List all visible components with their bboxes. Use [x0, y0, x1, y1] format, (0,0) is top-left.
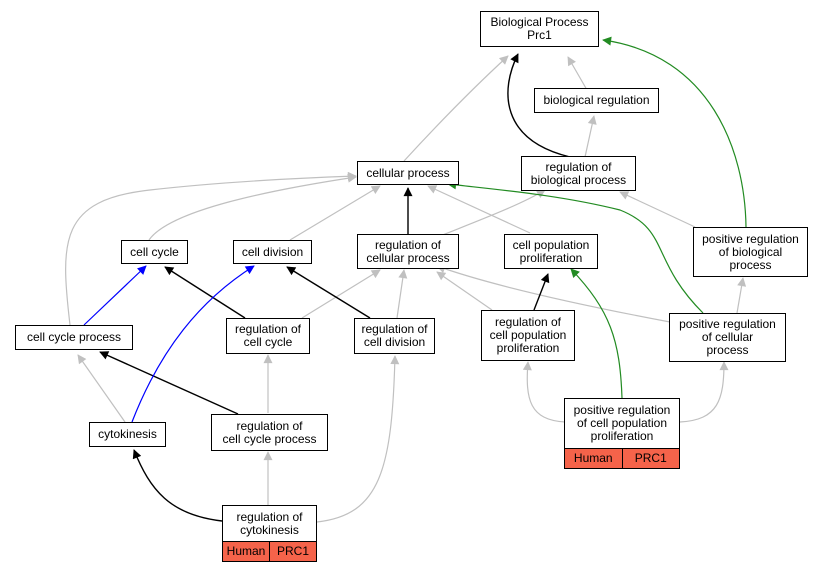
- part-of-edges: [99, 53, 571, 522]
- gene-badge: PRC1: [621, 449, 680, 468]
- node-label: regulation of cell division: [361, 322, 428, 349]
- positively-regulates-edges: [447, 36, 747, 399]
- edge-pos-reg-bio-to-bp: [602, 36, 747, 228]
- edge-reg-cyto-to-cytokinesis: [132, 449, 223, 522]
- annotation-badges: Human PRC1: [565, 448, 679, 468]
- edge-cellular-process-to-bp: [403, 55, 509, 162]
- node-label: positive regulation of cell population p…: [573, 403, 671, 443]
- edge-reg-cd-to-cell-division: [286, 266, 371, 319]
- edge-pos-reg-cell-to-cellular-process: [447, 180, 704, 314]
- edge-pos-reg-cell-to-pos-reg-bio: [736, 277, 747, 314]
- node-label: regulation of cell cycle: [234, 322, 302, 349]
- node-positive-regulation-of-biological-process[interactable]: positive regulation of biological proces…: [693, 227, 808, 277]
- edge-reg-cd-to-reg-cell-proc: [396, 269, 408, 319]
- node-regulation-of-cell-cycle-process[interactable]: regulation of cell cycle process: [211, 414, 328, 451]
- node-regulation-of-cell-division[interactable]: regulation of cell division: [354, 318, 435, 354]
- node-label: regulation of cell population proliferat…: [489, 315, 567, 355]
- node-label: cell cycle: [130, 244, 179, 259]
- node-cell-cycle-process[interactable]: cell cycle process: [15, 325, 133, 350]
- node-label: cellular process: [366, 165, 450, 180]
- edge-cc-process-to-cellular-process: [65, 171, 357, 326]
- node-regulation-of-cellular-process[interactable]: regulation of cellular process: [357, 234, 459, 269]
- edge-reg-cc-to-cell-cycle: [164, 266, 246, 319]
- node-regulation-of-cytokinesis[interactable]: regulation of cytokinesis Human PRC1: [222, 505, 317, 562]
- edge-biological-regulation-to-bp: [567, 56, 588, 91]
- edge-reg-bio-to-biological-regulation: [584, 115, 597, 158]
- node-label: biological regulation: [543, 93, 650, 107]
- node-positive-regulation-of-cell-population-proliferation[interactable]: positive regulation of cell population p…: [564, 398, 680, 469]
- node-label: cell division: [241, 244, 304, 259]
- annotation-badges: Human PRC1: [223, 541, 316, 561]
- node-cytokinesis[interactable]: cytokinesis: [89, 422, 166, 447]
- edge-reg-cpp-to-reg-cell-proc: [436, 271, 493, 311]
- node-label: regulation of cellular process: [366, 237, 450, 265]
- edge-reg-bio-to-bp: [507, 53, 571, 158]
- edge-cell-division-to-cellular-process: [289, 185, 381, 241]
- edge-pos-reg-cpp-to-pos-reg-cell: [679, 361, 729, 423]
- node-label: positive regulation of biological proces…: [702, 231, 799, 272]
- edge-reg-ccp-to-cc-process: [99, 351, 239, 415]
- edge-reg-cyto-to-reg-cd: [316, 355, 400, 523]
- edge-cytokinesis-to-cell-division: [131, 265, 255, 423]
- edge-reg-cpp-to-cell-pop-prolif: [533, 273, 550, 311]
- node-cell-population-proliferation[interactable]: cell population proliferation: [504, 234, 598, 269]
- node-label: cell population proliferation: [512, 237, 590, 265]
- node-label: cell cycle process: [26, 330, 122, 344]
- species-badge: Human: [226, 544, 266, 558]
- species-badge: Human: [573, 451, 613, 465]
- node-biological-process[interactable]: Biological Process Prc1: [480, 11, 599, 47]
- edge-pos-reg-cpp-to-reg-cpp: [522, 361, 566, 423]
- gene-badge: PRC1: [269, 542, 316, 561]
- node-label: positive regulation of cellular process: [679, 317, 776, 357]
- node-positive-regulation-of-cellular-process[interactable]: positive regulation of cellular process: [669, 313, 786, 362]
- node-label: Biological Process Prc1: [490, 15, 589, 42]
- edge-pos-reg-cpp-to-cell-pop-prolif: [570, 268, 623, 399]
- node-biological-regulation[interactable]: biological regulation: [534, 88, 659, 113]
- node-cell-division[interactable]: cell division: [233, 240, 312, 264]
- node-label: cytokinesis: [98, 427, 157, 441]
- edge-pos-reg-bio-to-reg-bio: [619, 191, 696, 228]
- edge-cc-process-to-cell-cycle: [83, 265, 147, 326]
- node-cellular-process[interactable]: cellular process: [357, 161, 459, 185]
- node-regulation-of-cell-cycle[interactable]: regulation of cell cycle: [226, 318, 310, 354]
- node-regulation-of-biological-process[interactable]: regulation of biological process: [521, 156, 636, 191]
- node-regulation-of-cell-population-proliferation[interactable]: regulation of cell population proliferat…: [481, 310, 575, 361]
- edge-reg-cc-to-reg-cell-proc: [301, 269, 381, 319]
- node-cell-cycle[interactable]: cell cycle: [121, 240, 188, 264]
- node-label: regulation of biological process: [530, 159, 627, 187]
- edge-cell-pop-prolif-to-cellular-process: [427, 185, 531, 234]
- edge-reg-cell-proc-to-reg-bio: [439, 189, 546, 237]
- edge-cytokinesis-to-cc-process: [77, 354, 126, 423]
- is-a-edges: [65, 55, 747, 523]
- node-label: regulation of cell cycle process: [222, 418, 317, 446]
- node-label: regulation of cytokinesis: [236, 509, 303, 537]
- edge-cell-cycle-to-cellular-process: [148, 173, 357, 241]
- regulates-edges: [83, 265, 255, 423]
